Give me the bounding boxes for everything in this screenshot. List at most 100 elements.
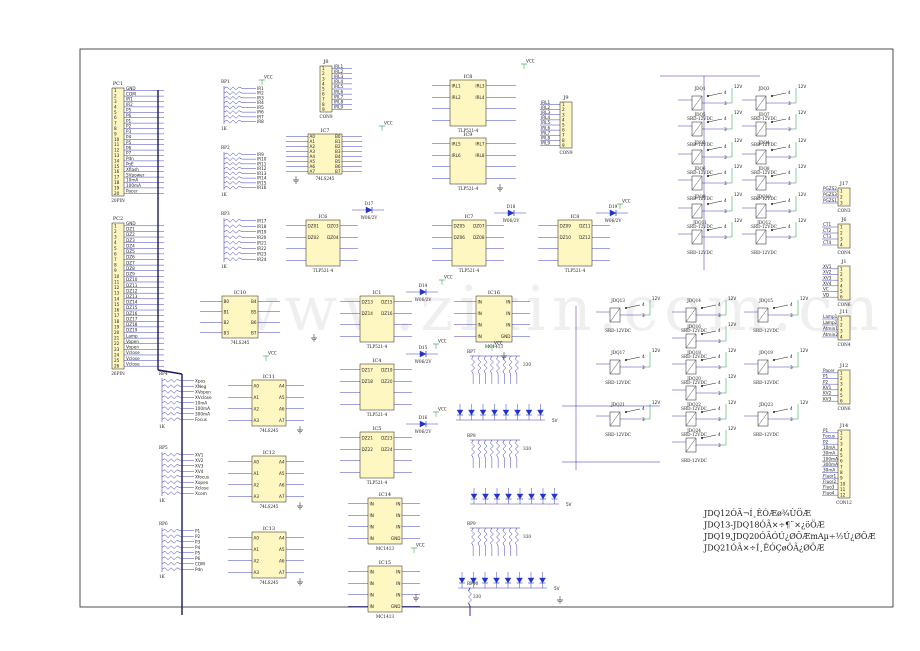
relay-part: SRD-12VDC <box>681 354 707 359</box>
resistor-zigzag <box>161 561 181 566</box>
pin-label: P1 <box>823 428 829 433</box>
relay-pin-number: 3 <box>790 313 793 318</box>
resistor-zigzag <box>223 91 243 95</box>
pin-label: P7 <box>126 151 132 156</box>
relay-coil-mark <box>691 149 703 165</box>
power-label: 12V <box>800 296 808 301</box>
ic-ic14 <box>367 497 403 545</box>
relay-pivot <box>771 229 773 231</box>
pin-number: 1 <box>840 189 843 194</box>
ic-name: TLP521-4 <box>565 268 586 273</box>
relay-supply <box>646 300 651 316</box>
ic-pin-label: IRL2 <box>452 95 461 100</box>
ic-ref: IC4 <box>373 358 382 364</box>
connector-ref: J8 <box>322 59 328 65</box>
relay-ref: JDQ2 <box>693 140 705 145</box>
ic-name: TLP521-4 <box>459 268 480 273</box>
relay-ref: JDQ18 <box>686 350 701 355</box>
relay-contact <box>707 146 723 151</box>
connector-pc1 <box>111 87 125 197</box>
relay-pivot <box>771 121 773 123</box>
power-label: 5V <box>566 502 572 507</box>
resistor-zigzag <box>223 115 243 119</box>
ic-name: 74LS245 <box>316 176 335 181</box>
pin-number: 5 <box>840 289 843 294</box>
ic-pin-label: A0 <box>254 535 260 540</box>
pin-number: 1 <box>840 225 843 230</box>
resistor-zigzag <box>223 185 243 190</box>
power-label: VCC <box>444 275 453 280</box>
pin-number: 8 <box>114 263 117 268</box>
pin-number: 2 <box>840 323 843 328</box>
pin-number: 5 <box>114 246 117 251</box>
pin-label: IRL3 <box>334 74 343 79</box>
relay-supply <box>792 114 797 130</box>
power-label: VCC <box>526 59 535 64</box>
resistor-zigzag <box>496 527 500 547</box>
rpack-value: 330 <box>523 362 531 367</box>
ic-pin-label: IN <box>370 581 374 586</box>
pin-number: 7 <box>114 121 117 126</box>
pin-number: 18 <box>114 319 120 324</box>
pin-number: 20 <box>114 191 120 196</box>
power-label: 12V <box>734 138 742 143</box>
pin-label: CT2 <box>823 228 831 233</box>
relay-supply <box>722 430 727 446</box>
relay-pivot <box>701 385 703 387</box>
rpack-pin: IR1 <box>257 86 264 91</box>
power-label: 12V <box>734 192 742 197</box>
led-icon <box>479 409 487 416</box>
relay-supply <box>794 404 799 420</box>
ic-name: 74LS245 <box>260 428 279 433</box>
ic-pin-label: IRL6 <box>452 153 461 158</box>
pin-label: VC <box>823 287 829 292</box>
resistor-zigzag <box>515 439 519 459</box>
rpack-pin: P6 <box>195 556 201 561</box>
led-icon <box>528 493 535 500</box>
pin-number: 3 <box>114 235 117 240</box>
ic-ic10 <box>221 295 259 339</box>
ic-pin-label: B2 <box>224 320 230 325</box>
relay-ref: JDQ15 <box>758 298 773 303</box>
connector-ref: J12 <box>839 363 848 369</box>
rpack-pin: IR12 <box>257 166 267 171</box>
relay-part: SRD-12VDC <box>751 142 777 147</box>
relay-contact <box>701 382 717 387</box>
pin-label: 10mA <box>126 178 138 183</box>
relay-contact <box>625 356 641 361</box>
pin-label: DZ4 <box>126 243 135 248</box>
rpack-pin: XV4 <box>195 469 204 474</box>
pin-number: 6 <box>322 92 325 97</box>
ic-pin-label: IN <box>396 524 400 529</box>
pin-number: 6 <box>840 295 843 300</box>
ic-pin-label: DZ14 <box>362 311 374 316</box>
power-label: 12V <box>728 400 736 405</box>
ic-pin-label: A4 <box>279 459 285 464</box>
pin-label: IRL2 <box>541 105 550 110</box>
relay-pivot <box>701 307 703 309</box>
pin-label: Fluo4 <box>823 490 835 495</box>
ic-name: TLP521-4 <box>367 344 388 349</box>
resistor-zigzag <box>223 86 243 91</box>
pin-number: 16 <box>114 169 120 174</box>
resistor-zigzag <box>515 355 519 375</box>
pin-label: Xflash <box>126 167 139 172</box>
rpack-pin: P3 <box>195 539 201 544</box>
pin-number: 1 <box>840 317 843 322</box>
ic-pin-label: A6 <box>279 406 285 411</box>
relay-pin-number: 4 <box>790 302 793 307</box>
pin-number: 2 <box>840 376 843 381</box>
resistor-zigzag <box>161 458 181 463</box>
ic-ref: IC12 <box>263 450 275 456</box>
resistor-zigzag <box>161 389 181 394</box>
pin-number: 14 <box>114 158 120 163</box>
resistor-zigzag <box>161 463 181 468</box>
ic-pin-label: A6 <box>279 558 285 563</box>
ic-pin-label: B6 <box>251 320 257 325</box>
ic-ref: IC6 <box>319 214 328 220</box>
relay-pivot <box>771 175 773 177</box>
rpack-value: 330 <box>473 594 481 599</box>
rpack-pin: IR13 <box>257 171 267 176</box>
resistor-zigzag <box>223 105 243 110</box>
relay-part: SRD-12VDC <box>751 250 777 255</box>
